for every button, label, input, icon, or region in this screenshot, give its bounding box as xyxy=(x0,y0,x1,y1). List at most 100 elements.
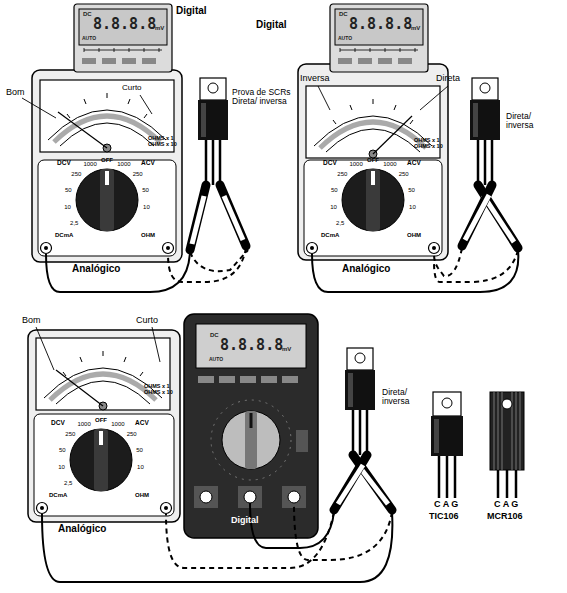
range-label: ACV xyxy=(407,160,421,167)
mcr106-component xyxy=(515,470,518,498)
meter-title: Digital xyxy=(176,6,207,17)
digital-meter xyxy=(200,491,212,503)
range-label: OHM xyxy=(141,232,155,238)
display-digits: 8.8.8.8 xyxy=(93,17,156,32)
range-value: 1000 xyxy=(77,421,90,427)
range-note: OHMS x 1 OHMS x 10 xyxy=(414,138,446,150)
analog-meter xyxy=(32,70,182,262)
range-value: 50 xyxy=(142,186,149,192)
digital-meter xyxy=(250,413,253,428)
analog-meter xyxy=(429,243,440,254)
scr-component xyxy=(345,348,375,455)
meter-title: Analógico xyxy=(342,264,390,275)
range-value: 10 xyxy=(58,464,65,470)
analog-meter xyxy=(32,70,182,262)
range-value: 2,5 xyxy=(70,220,78,226)
range-value: 10 xyxy=(137,464,144,470)
tic106-component xyxy=(431,416,463,456)
range-label: DCmA xyxy=(55,232,73,238)
display-mode: AUTO xyxy=(338,36,352,41)
range-value: 1000 xyxy=(83,161,96,167)
meter-title: Analógico xyxy=(72,264,120,275)
leader-line xyxy=(22,95,152,118)
part-number: MCR106 xyxy=(487,512,523,521)
test-wire xyxy=(250,503,334,548)
range-label: ACV xyxy=(135,420,149,427)
range-label: DCV xyxy=(57,160,71,167)
digital-meter xyxy=(240,376,256,383)
digital-module xyxy=(74,4,172,72)
test-wire xyxy=(42,512,392,582)
leader-line xyxy=(318,86,330,110)
test-probe xyxy=(190,185,206,250)
range-value: 50 xyxy=(136,446,143,452)
range-value: 10 xyxy=(64,204,71,210)
tic106-component xyxy=(434,419,439,453)
range-value: 50 xyxy=(59,446,66,452)
test-wire xyxy=(434,250,518,282)
display-unit: mV xyxy=(411,25,420,31)
analog-meter xyxy=(28,330,180,522)
range-label: DCV xyxy=(323,160,337,167)
range-value: 50 xyxy=(331,186,338,192)
display-digits: 8.8.8.8 xyxy=(349,17,412,32)
pin-names: C A G xyxy=(494,500,518,509)
test-caption: Direta/ inversa xyxy=(382,388,434,406)
meter-title: Digital xyxy=(256,20,287,31)
test-probe xyxy=(334,455,392,510)
digital-meter xyxy=(219,376,235,383)
digital-module xyxy=(330,4,428,72)
test-probe xyxy=(192,196,204,244)
range-value: 50 xyxy=(65,186,72,192)
test-wire xyxy=(434,248,462,276)
mcr106-component xyxy=(490,392,524,498)
test-probe xyxy=(462,185,518,248)
range-label: DCmA xyxy=(49,492,67,498)
analog-meter xyxy=(56,370,103,406)
test-wire xyxy=(312,248,518,292)
analog-meter xyxy=(41,243,52,254)
digital-meter xyxy=(198,376,214,383)
analog-meter xyxy=(70,429,132,491)
range-value: 1000 xyxy=(349,161,362,167)
digital-meter xyxy=(282,376,298,383)
range-label: OHM xyxy=(407,232,421,238)
range-label: DCV xyxy=(51,420,65,427)
test-probe xyxy=(224,196,243,240)
mcr106-component xyxy=(506,470,509,498)
tic106-component xyxy=(446,456,449,498)
leader-line xyxy=(420,86,448,110)
tic106-component xyxy=(431,392,463,498)
display-unit: mV xyxy=(155,25,164,31)
leader-line xyxy=(318,86,448,110)
analog-meter xyxy=(307,243,318,254)
leader-line xyxy=(36,327,160,370)
meter-title: Analógico xyxy=(58,524,106,535)
display-mode: DC xyxy=(83,11,92,17)
analog-meter xyxy=(58,112,107,148)
leader-line xyxy=(22,98,56,118)
range-value: 250 xyxy=(71,171,81,177)
range-note: OHMS x 1 OHMS x 10 xyxy=(148,136,180,148)
analog-meter xyxy=(38,160,176,256)
mcr106-component xyxy=(494,392,520,470)
digital-meter xyxy=(296,430,308,452)
range-value: 1000 xyxy=(383,161,396,167)
analog-meter xyxy=(298,64,448,260)
leader-line xyxy=(140,95,152,114)
range-label: OHM xyxy=(135,492,149,498)
scale-callout: Direta xyxy=(436,74,460,83)
digital-meter xyxy=(245,411,257,469)
scale-callout: Curto xyxy=(136,316,158,325)
mcr106-component xyxy=(490,392,524,470)
range-value: 2,5 xyxy=(64,480,72,486)
range-value: 250 xyxy=(133,171,143,177)
digital-meter xyxy=(282,486,306,508)
analog-meter xyxy=(76,169,138,231)
analog-meter xyxy=(37,503,48,514)
scr-component xyxy=(470,78,500,185)
scale-callout: Bom xyxy=(6,88,25,97)
display-mode: AUTO xyxy=(209,357,223,362)
tic106-component xyxy=(438,456,441,498)
range-label: OFF xyxy=(101,157,113,163)
